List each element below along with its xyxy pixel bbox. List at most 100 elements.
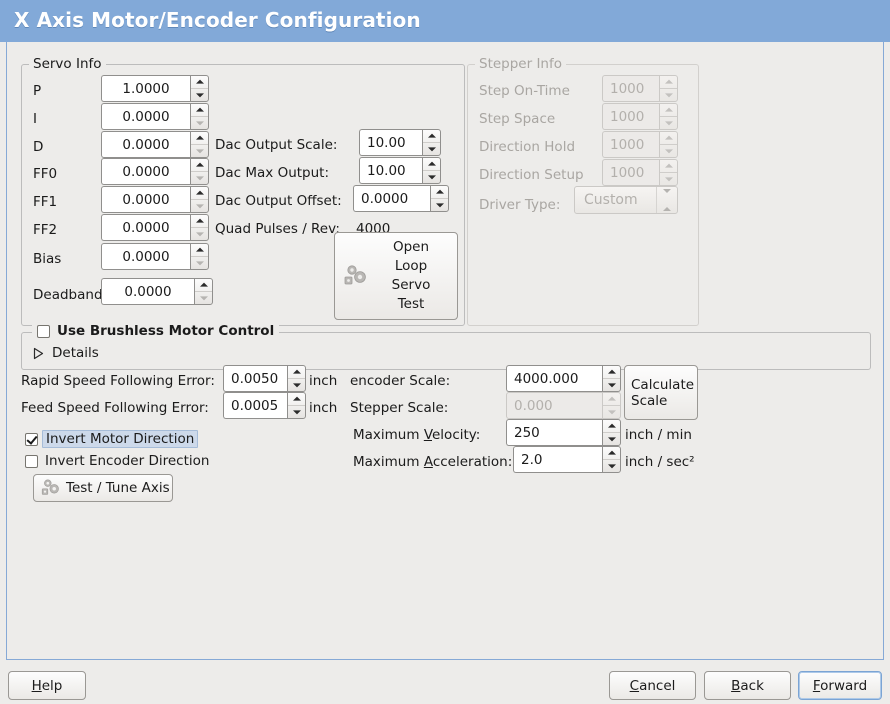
spin-down-icon[interactable] [423, 170, 440, 183]
spin-down-icon[interactable] [603, 432, 620, 445]
spin-up-icon[interactable] [603, 366, 620, 378]
dac-max-output-value[interactable]: 10.00 [359, 157, 422, 184]
encoder-scale-spinner[interactable] [602, 365, 621, 392]
spin-down-icon[interactable] [660, 172, 677, 185]
spin-up-icon[interactable] [191, 76, 208, 88]
spin-down-icon[interactable] [603, 459, 620, 472]
servo-value-ff1[interactable]: 0.0000 [101, 186, 190, 213]
invert-motor-direction-checkbox[interactable]: Invert Motor Direction [25, 430, 199, 448]
servo-spinner-ff0[interactable] [190, 158, 209, 185]
servo-spinner-ff2[interactable] [190, 214, 209, 241]
spin-up-icon[interactable] [423, 130, 440, 142]
servo-value-deadband[interactable]: 0.0000 [101, 278, 194, 305]
servo-input-d[interactable]: 0.0000 [101, 131, 209, 158]
servo-value-bias[interactable]: 0.0000 [101, 243, 190, 270]
dac-max-output-spinner[interactable] [422, 157, 441, 184]
max-velocity-value[interactable]: 250 [506, 419, 602, 446]
max-velocity-input[interactable]: 250 [506, 419, 621, 446]
stepper-value-step-space[interactable]: 1000 [602, 103, 659, 130]
checkbox-box[interactable] [25, 454, 38, 468]
rapid-following-error-spinner[interactable] [287, 365, 306, 392]
servo-value-ff2[interactable]: 0.0000 [101, 214, 190, 241]
stepper-value-direction-hold[interactable]: 1000 [602, 131, 659, 158]
spin-up-icon[interactable] [603, 447, 620, 459]
forward-button[interactable]: Forward [798, 671, 882, 700]
stepper-scale-spinner[interactable] [602, 392, 621, 419]
rapid-following-error-input[interactable]: 0.0050 [223, 365, 306, 392]
spin-down-icon[interactable] [191, 116, 208, 129]
spin-down-icon[interactable] [603, 405, 620, 418]
spin-up-icon[interactable] [660, 160, 677, 172]
servo-spinner-d[interactable] [190, 131, 209, 158]
spin-up-icon[interactable] [660, 104, 677, 116]
spin-down-icon[interactable] [191, 144, 208, 157]
spin-up-icon[interactable] [191, 244, 208, 256]
calculate-scale-button[interactable]: Calculate Scale [624, 365, 698, 420]
cancel-button[interactable]: Cancel [609, 671, 696, 700]
use-brushless-motor-control-checkbox[interactable]: Use Brushless Motor Control [32, 323, 280, 339]
details-expander[interactable]: Details [33, 345, 99, 361]
dac-output-offset-value[interactable]: 0.0000 [353, 185, 430, 212]
stepper-scale-input[interactable]: 0.000 [506, 392, 621, 419]
servo-spinner-bias[interactable] [190, 243, 209, 270]
servo-spinner-p[interactable] [190, 75, 209, 102]
open-loop-servo-test-button[interactable]: Open Loop Servo Test [334, 232, 458, 320]
chevron-right-icon[interactable] [33, 347, 44, 360]
servo-input-bias[interactable]: 0.0000 [101, 243, 209, 270]
spin-up-icon[interactable] [660, 76, 677, 88]
spin-down-icon[interactable] [191, 88, 208, 101]
rapid-following-error-value[interactable]: 0.0050 [223, 365, 287, 392]
stepper-input-step-space[interactable]: 1000 [602, 103, 678, 130]
stepper-input-step-on-time[interactable]: 1000 [602, 75, 678, 102]
spin-up-icon[interactable] [191, 104, 208, 116]
spin-down-icon[interactable] [431, 198, 448, 211]
encoder-scale-value[interactable]: 4000.000 [506, 365, 602, 392]
spin-up-icon[interactable] [423, 158, 440, 170]
servo-value-p[interactable]: 1.0000 [101, 75, 190, 102]
servo-spinner-ff1[interactable] [190, 186, 209, 213]
spin-up-icon[interactable] [431, 186, 448, 198]
spin-up-icon[interactable] [191, 215, 208, 227]
servo-input-p[interactable]: 1.0000 [101, 75, 209, 102]
spin-up-icon[interactable] [660, 132, 677, 144]
spin-down-icon[interactable] [603, 378, 620, 391]
stepper-scale-value[interactable]: 0.000 [506, 392, 602, 419]
servo-input-deadband[interactable]: 0.0000 [101, 278, 213, 305]
spin-down-icon[interactable] [660, 144, 677, 157]
spin-down-icon[interactable] [191, 227, 208, 240]
stepper-spinner-step-on-time[interactable] [659, 75, 678, 102]
spin-down-icon[interactable] [195, 291, 212, 304]
stepper-spinner-direction-hold[interactable] [659, 131, 678, 158]
stepper-value-direction-setup[interactable]: 1000 [602, 159, 659, 186]
spin-up-icon[interactable] [191, 132, 208, 144]
spin-up-icon[interactable] [191, 187, 208, 199]
spin-down-icon[interactable] [423, 142, 440, 155]
encoder-scale-input[interactable]: 4000.000 [506, 365, 621, 392]
dac-output-scale-value[interactable]: 10.00 [359, 129, 422, 156]
test-tune-axis-button[interactable]: Test / Tune Axis [33, 474, 173, 502]
spin-up-icon[interactable] [288, 393, 305, 405]
spin-down-icon[interactable] [288, 405, 305, 418]
dac-output-scale-input[interactable]: 10.00 [359, 129, 441, 156]
spin-up-icon[interactable] [603, 420, 620, 432]
feed-following-error-input[interactable]: 0.0005 [223, 392, 306, 419]
spin-up-icon[interactable] [191, 159, 208, 171]
checkbox-box[interactable] [37, 324, 50, 338]
spin-down-icon[interactable] [660, 116, 677, 129]
max-acceleration-value[interactable]: 2.0 [513, 446, 602, 473]
servo-value-ff0[interactable]: 0.0000 [101, 158, 190, 185]
servo-spinner-i[interactable] [190, 103, 209, 130]
dac-output-offset-input[interactable]: 0.0000 [353, 185, 449, 212]
spin-down-icon[interactable] [191, 199, 208, 212]
spin-down-icon[interactable] [288, 378, 305, 391]
invert-encoder-direction-checkbox[interactable]: Invert Encoder Direction [25, 453, 209, 469]
stepper-input-direction-setup[interactable]: 1000 [602, 159, 678, 186]
spin-down-icon[interactable] [191, 171, 208, 184]
servo-value-d[interactable]: 0.0000 [101, 131, 190, 158]
driver-type-select[interactable]: Custom [574, 186, 678, 214]
servo-input-ff0[interactable]: 0.0000 [101, 158, 209, 185]
feed-following-error-value[interactable]: 0.0005 [223, 392, 287, 419]
spin-down-icon[interactable] [660, 88, 677, 101]
servo-spinner-deadband[interactable] [194, 278, 213, 305]
spin-up-icon[interactable] [603, 393, 620, 405]
